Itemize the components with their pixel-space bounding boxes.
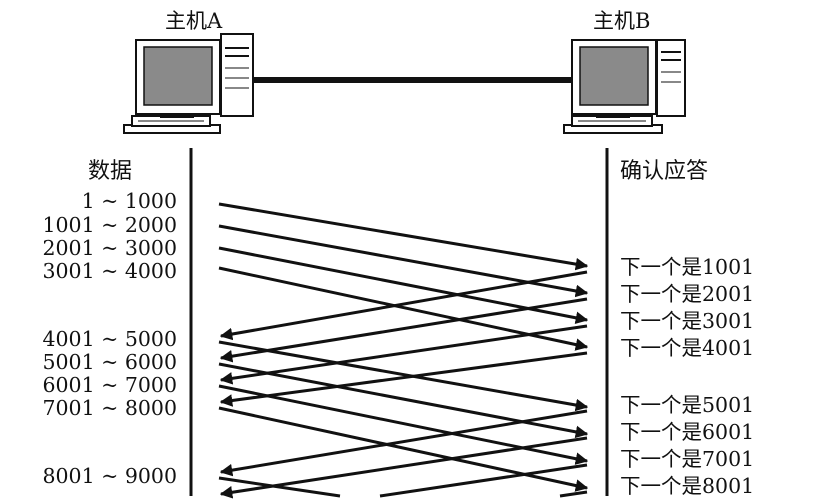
ack-label: 下一个是3001 (620, 309, 754, 333)
ack-label: 下一个是2001 (620, 282, 754, 306)
data-segment-label: 6001 ~ 7000 (42, 373, 177, 397)
data-segment-label: 4001 ~ 5000 (42, 327, 177, 351)
ack-arrows (221, 272, 587, 496)
data-arrow (219, 478, 340, 496)
data-segment-label: 1 ~ 1000 (82, 189, 177, 213)
ack-label: 下一个是1001 (620, 255, 754, 279)
ack-arrow (221, 353, 587, 402)
ack-label: 下一个是8001 (620, 474, 754, 498)
ack-arrow (560, 492, 587, 496)
data-segment-labels: 1 ~ 1000 1001 ~ 2000 2001 ~ 3000 3001 ~ … (42, 189, 177, 488)
data-segment-label: 2001 ~ 3000 (42, 236, 177, 260)
ack-label: 下一个是4001 (620, 336, 754, 360)
ack-label: 下一个是5001 (620, 393, 754, 417)
data-segment-label: 8001 ~ 9000 (42, 464, 177, 488)
ack-label: 下一个是7001 (620, 447, 754, 471)
host-b-computer-icon (564, 40, 685, 133)
data-segment-label: 3001 ~ 4000 (42, 259, 177, 283)
host-b-label: 主机B (593, 9, 650, 33)
ack-column-title: 确认应答 (620, 159, 708, 184)
data-segment-label: 7001 ~ 8000 (42, 396, 177, 420)
ack-labels: 下一个是1001 下一个是2001 下一个是3001 下一个是4001 下一个是… (620, 255, 754, 498)
ack-arrow (221, 438, 587, 494)
data-segment-label: 1001 ~ 2000 (42, 213, 177, 237)
data-column-title: 数据 (88, 159, 132, 184)
data-segment-label: 5001 ~ 6000 (42, 350, 177, 374)
host-a-computer-icon (124, 34, 253, 133)
host-a-label: 主机A (165, 9, 223, 33)
ack-label: 下一个是6001 (620, 420, 754, 444)
